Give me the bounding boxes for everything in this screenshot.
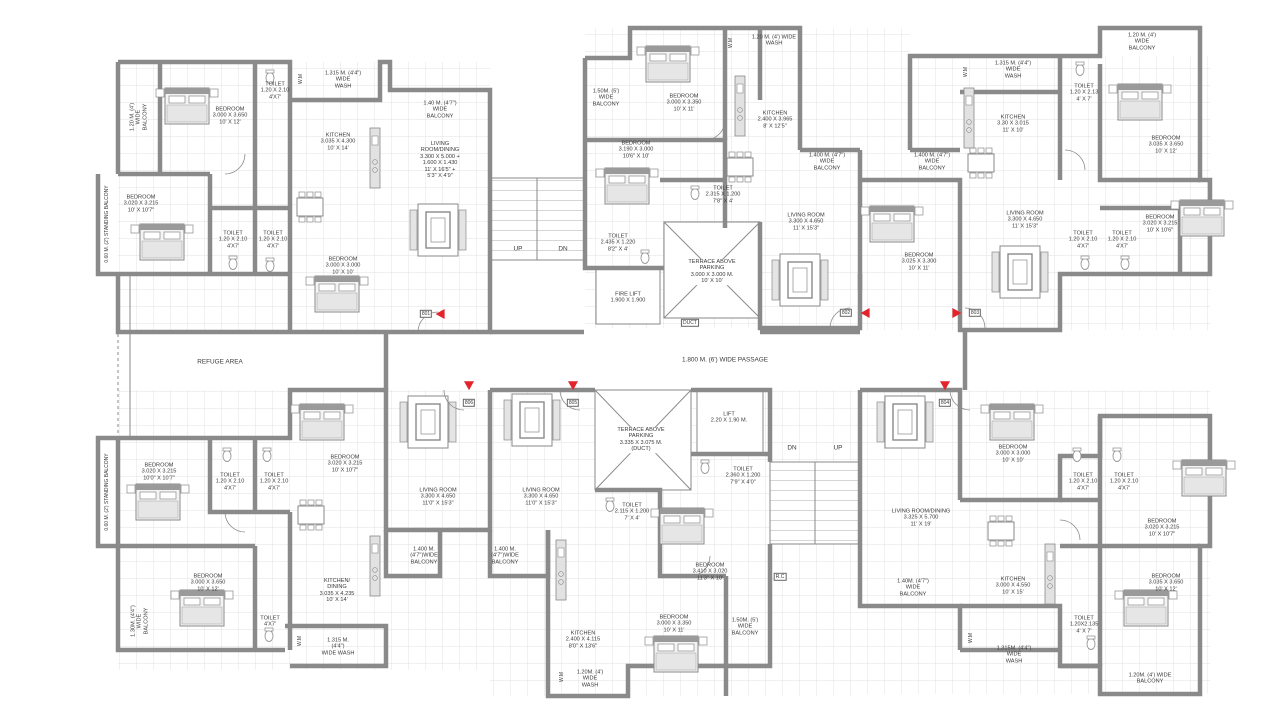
- balcony-805-a: 1.400 M.(4'7")WIDEBALCONY: [491, 546, 519, 565]
- rc-label: R.C: [774, 573, 787, 581]
- balcony-803-left: 1.400 M. (4'7")WIDEBALCONY: [914, 152, 950, 171]
- terrace-bottom: TERRACE ABOVEPARKING3.335 X 3.075 M.(DUC…: [617, 427, 664, 453]
- flat-number-803: 803: [969, 309, 981, 317]
- wide-passage: 1.800 M. (6') WIDE PASSAGE: [682, 356, 768, 363]
- balcony-803-top: 1.20 M. (4')WIDEBALCONY: [1128, 32, 1156, 51]
- stairs-up-bottom: UP: [834, 444, 843, 451]
- kitchen-802: KITCHEN2.400 X 3.9658' X 12'5": [758, 110, 793, 129]
- wash-805: 1.20M. (4')WIDEWASH: [577, 669, 604, 688]
- fire-lift: FIRE LIFT1.900 X 1.900: [611, 292, 646, 305]
- balcony-802-right: 1.400 M. (4'7")WIDEBALCONY: [809, 152, 845, 171]
- stairs-down-top: DN: [558, 245, 567, 252]
- lift: LIFT2.20 X 1.90 M.: [711, 412, 747, 425]
- wash-806: 1.315 M.(4'4")WIDE WASH: [322, 637, 355, 656]
- wash-801: 1.315 M. (4'4")WIDEWASH: [325, 70, 361, 89]
- flat-number-806: 806: [463, 399, 475, 407]
- toilet-804-c: TOILET1.20X2.1354' X 7': [1070, 615, 1099, 634]
- bedroom-801-left: BEDROOM3.020 X 3.21510' X 10'7": [124, 194, 159, 213]
- balcony-805-b: 1.50M. (5')WIDEBALCONY: [732, 617, 759, 636]
- entry-marker-801: [436, 309, 445, 319]
- toilet-804-a: TOILET1.20 X 2.104'X7': [1069, 472, 1098, 491]
- bedroom-805-a: BEDROOM3.410 X 3.02011'3" X 10': [693, 562, 728, 581]
- entry-marker-802: [861, 308, 870, 318]
- kitchen-803: KITCHEN3.30 X 3.01511' X 10': [997, 114, 1029, 133]
- balcony-802-left: 1.50M. (5')WIDEBALCONY: [593, 88, 620, 107]
- living-801: LIVINGROOM/DINING3.300 X 5.000 +1.600 X …: [420, 141, 460, 179]
- entry-marker-803: [952, 308, 961, 318]
- wm-801: W.M: [299, 74, 305, 84]
- flat-number-802: 802: [840, 309, 852, 317]
- toilet-805-b: TOILET2.115 X 1.2007' X 4': [615, 502, 649, 521]
- living-806: LIVING ROOM3.300 X 4.65011'0" X 15'3": [419, 487, 456, 506]
- wm-806: W.M: [298, 636, 304, 646]
- wash-802: 1.20 M. (4') WIDEWASH: [752, 35, 796, 48]
- bedroom-804-b: BEDROOM3.020 X 3.21510' X 10'7": [1145, 518, 1180, 537]
- bedroom-804-a: BEDROOM3.000 X 3.00010' X 10': [996, 444, 1031, 463]
- flat-number-801: 801: [420, 310, 432, 318]
- balcony-801-mid: 1.40 M. (4'7")WIDEBALCONY: [423, 100, 456, 119]
- kitchen-805: KITCHEN2.400 X 4.1158'0" X 13'6": [566, 630, 600, 649]
- bedroom-802-mid: BEDROOM3.190 X 3.00010'6" X 10': [619, 140, 654, 159]
- toilet-806-b: TOILET1.20 X 2.104'X7': [260, 472, 289, 491]
- toilet-802-a: TOILET2.315 X 1.2007'8" X 4': [706, 185, 741, 204]
- living-803: LIVING ROOM3.300 X 4.65011' X 15'3": [1006, 210, 1043, 229]
- toilet-801-b: TOILET1.20 X 2.104'X7': [219, 230, 248, 249]
- toilet-801-a: TOILET1.20 X 2.104'X7': [261, 81, 290, 100]
- balcony-804-b: 1.20M. (4') WIDEBALCONY: [1129, 673, 1172, 686]
- bedroom-806-c: BEDROOM3.000 X 3.65010' X 12': [191, 573, 226, 592]
- bedroom-803-a: BEDROOM3.025 X 3.30010' X 11': [902, 252, 937, 271]
- balcony-806-b: 1.400 M.(4'7")WIDEBALCONY: [410, 546, 438, 565]
- kitchen-801: KITCHEN3.035 X 4.30010' X 14': [321, 132, 356, 151]
- toilet-804-b: TOILET1.20 X 2.104'X7': [1110, 472, 1139, 491]
- bedroom-805-b: BEDROOM3.000 X 3.35010' X 11': [657, 614, 692, 633]
- entry-marker-804: [940, 381, 950, 390]
- entry-marker-805: [568, 381, 578, 390]
- balcony-801-top: 1.20 M. (4')WIDEBALCONY: [129, 103, 148, 131]
- bedroom-803-c: BEDROOM3.020 X 3.21510' X 10'6": [1143, 214, 1178, 233]
- entry-marker-806: [464, 381, 474, 390]
- bedroom-803-b: BEDROOM3.035 X 3.65010' X 12': [1149, 135, 1184, 154]
- stairs-up-top: UP: [514, 245, 523, 252]
- wm-804: W.M: [969, 633, 975, 643]
- flat-number-805: 805: [567, 399, 579, 407]
- bedroom-806-b: BEDROOM3.020 X 3.21510' X 10'7": [328, 454, 363, 473]
- wm-803: W.M: [964, 67, 970, 77]
- toilet-806-a: TOILET1.20 X 2.104'X7': [216, 472, 245, 491]
- bedroom-801-top: BEDROOM3.000 X 3.65010' X 12': [213, 106, 248, 125]
- stairs-down-bottom: DN: [787, 444, 796, 451]
- wash-804: 1.315M. (4'4")WIDEWASH: [997, 645, 1032, 664]
- bedroom-806-a: BEDROOM3.020 X 3.21510'0" X 10'7": [142, 462, 177, 481]
- standing-balcony-top: 0.60 M. (2') STANDING BALCONY: [105, 185, 111, 262]
- toilet-802-b: TOILET2.435 X 1.2208'2" X 4': [601, 233, 636, 252]
- toilet-803-a: TOILET1.20 X 2.104'X7': [1069, 230, 1098, 249]
- bedroom-802-top: BEDROOM3.000 X 3.35010' X 11': [667, 93, 702, 112]
- wm-805: W.M: [560, 672, 566, 682]
- living-802: LIVING ROOM3.300 X 4.65011' X 15'3": [787, 212, 824, 231]
- bedroom-804-c: BEDROOM3.035 X 3.65010' X 12': [1149, 573, 1184, 592]
- balcony-806-a: 1.30M. (4'4")WIDEBALCONY: [130, 605, 149, 637]
- duct-top: DUCT: [681, 319, 699, 327]
- balcony-804-a: 1.40M. (4'7")WIDEBALCONY: [897, 578, 929, 597]
- wash-803: 1.315 M. (4'4")WIDEWASH: [995, 60, 1031, 79]
- living-804: LIVING ROOM/DINING3.325 X 5.70011' X 19': [892, 508, 950, 527]
- standing-balcony-bottom: 0.60 M. (2') STANDING BALCONY: [105, 453, 111, 530]
- wm-802: W.M: [729, 38, 735, 48]
- toilet-803-c: TOILET1.20 X 2.134' X 7': [1070, 83, 1099, 102]
- kitchen-806: KITCHEN/DINING3.035 X 4.23510' X 14': [320, 578, 355, 604]
- bedroom-801-bottom: BEDROOM3.000 X 3.00010' X 10': [326, 256, 361, 275]
- terrace-top: TERRACE ABOVEPARKING3.000 X 3.000 M.10' …: [688, 259, 735, 285]
- toilet-806-c: TOILET4'X7': [260, 616, 279, 629]
- living-805: LIVING ROOM3.300 X 4.65011'0" X 15'3": [522, 487, 559, 506]
- toilet-805-a: TOILET2.360 X 1.2007'9" X 4'0": [726, 466, 761, 485]
- refuge-area: REFUGE AREA: [197, 358, 242, 365]
- flat-number-804: 804: [939, 399, 951, 407]
- kitchen-804: KITCHEN3.000 X 4.55010' X 15': [996, 576, 1031, 595]
- toilet-801-c: TOILET1.20 X 2.104'X7': [259, 230, 288, 249]
- toilet-803-b: TOILET1.20 X 2.104'X7': [1108, 230, 1137, 249]
